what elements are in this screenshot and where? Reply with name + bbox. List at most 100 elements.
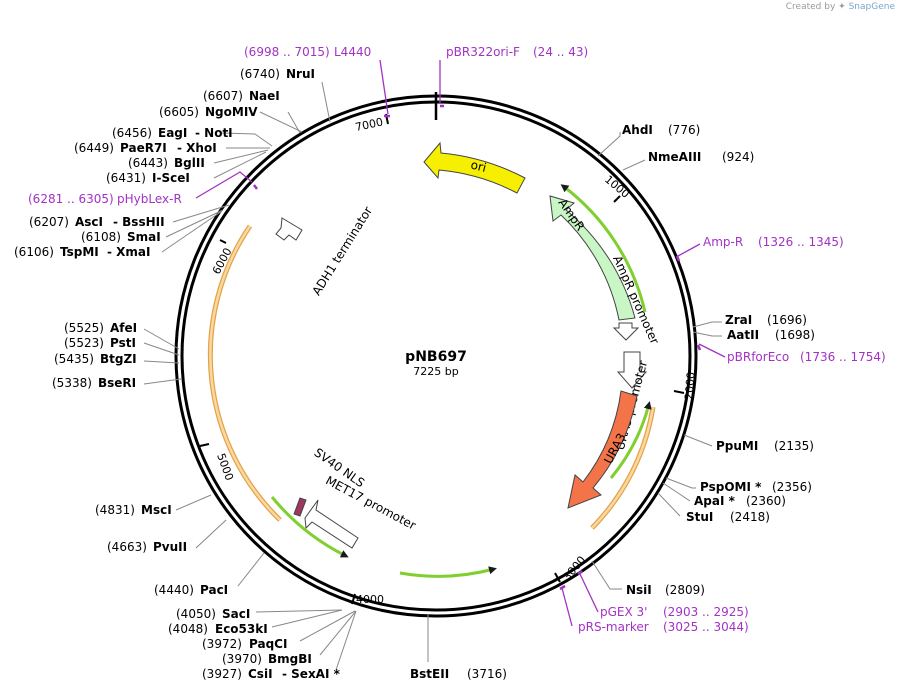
site-paer7i-pos: (6449): [74, 141, 114, 155]
adh1-terminator-label: ADH1 terminator: [309, 204, 375, 298]
snapgene-logo-icon: ✦: [838, 2, 846, 12]
site-bsteii-pos: (3716): [467, 667, 507, 681]
site-ngomiv-name: NgoMIV: [205, 105, 258, 119]
green-arrow-bottom[interactable]: [399, 566, 497, 578]
primer-pbrforeco-range: (1736 .. 1754): [800, 350, 886, 364]
site-xhoi-name: - XhoI: [177, 141, 217, 155]
tick-label-7000: 7000: [354, 115, 384, 134]
site-noti-name: - NotI: [195, 126, 233, 140]
tick-mark-6000: [219, 239, 227, 244]
site-nrui-pos: (6740): [240, 67, 280, 81]
site-nsii-name: NsiI: [626, 583, 652, 597]
tick-mark-4000: [351, 593, 356, 605]
site-bglii-name: BglII: [174, 156, 205, 170]
site-aatii-pos: (1698): [775, 328, 815, 342]
tick-mark-2000: [673, 390, 685, 394]
site-saci-pos: (4050): [176, 607, 216, 621]
met17-promoter-label: MET17 promoter: [323, 473, 418, 532]
site-bglii-pos: (6443): [128, 156, 168, 170]
site-i-scei-name: I-SceI: [152, 171, 190, 185]
site-saci-name: SacI: [222, 607, 250, 621]
site-smai-name: SmaI: [127, 230, 161, 244]
site-stui-name: StuI: [686, 510, 713, 524]
site-ppumi-pos: (2135): [774, 439, 814, 453]
sv40-nls-feature[interactable]: [293, 497, 307, 517]
site-sexai-name: - SexAI *: [282, 667, 341, 681]
primer-prs-marker-name: pRS-marker: [578, 620, 649, 634]
site-nrui-name: NruI: [286, 67, 315, 81]
ura3-feature[interactable]: [567, 390, 638, 509]
site-ngomiv-pos: (6605): [159, 105, 199, 119]
site-afei-pos: (5525): [64, 321, 104, 335]
primer-amp-r-range: (1326 .. 1345): [758, 235, 844, 249]
snapgene-credit: Created by ✦ SnapGene: [786, 2, 895, 12]
site-bsteii-name: BstEII: [410, 667, 449, 681]
site-aatii-name: AatII: [727, 328, 759, 342]
site-apai-name: ApaI *: [694, 494, 736, 508]
site-apai-pos: (2360): [746, 494, 786, 508]
site-eagi-name: EagI: [158, 126, 187, 140]
site-asci-pos: (6207): [29, 215, 69, 229]
site-naei-name: NaeI: [249, 89, 280, 103]
primer-l4440-range: (6998 .. 7015): [244, 45, 330, 59]
primer-prs-marker-range: (3025 .. 3044): [663, 620, 749, 634]
primer-phyblex-r-range: (6281 .. 6305): [28, 192, 114, 206]
tick-mark-5000: [199, 443, 210, 447]
site-nmeaiii-pos: (924): [722, 150, 754, 164]
credit-prefix: Created by: [785, 2, 836, 12]
tick-label-2000: 2000: [682, 371, 697, 400]
site-i-scei-pos: (6431): [106, 171, 146, 185]
ampr-promoter-feature[interactable]: [612, 322, 640, 341]
site-ppumi-name: PpuMI: [716, 439, 758, 453]
site-bsshii-name: - BssHII: [113, 215, 165, 229]
primer-phyblex-r-name: pHybLex-R: [117, 192, 182, 206]
site-psti-pos: (5523): [64, 336, 104, 350]
green-arrow-ura3[interactable]: [609, 401, 652, 479]
site-bseri-name: BseRI: [98, 376, 136, 390]
primer-pgex3-name: pGEX 3': [600, 605, 647, 619]
site-tspmi-name: TspMI: [60, 245, 99, 259]
site-eagi-pos: (6456): [112, 126, 152, 140]
site-msci-pos: (4831): [95, 503, 135, 517]
primer-marks: [253, 104, 702, 591]
site-psti-name: PstI: [110, 336, 136, 350]
site-msci-name: MscI: [141, 503, 172, 517]
site-csii-pos: (3927): [202, 667, 242, 681]
tick-label-4000: 4000: [356, 593, 384, 606]
site-pvuii-pos: (4663): [107, 540, 147, 554]
plasmid-size: 7225 bp: [413, 365, 458, 378]
ori-feature[interactable]: [423, 141, 526, 194]
credit-brand: SnapGene: [848, 2, 895, 12]
site-paci-name: PacI: [200, 583, 228, 597]
site-zrai-name: ZraI: [725, 313, 752, 327]
ampr-feature[interactable]: [549, 195, 636, 321]
primer-l4440-name: L4440: [334, 45, 371, 59]
site-asci-name: AscI: [75, 215, 103, 229]
site-paqci-pos: (3972): [202, 637, 242, 651]
primer-amp-r-name: Amp-R: [703, 235, 743, 249]
green-arrow-ampr[interactable]: [560, 184, 647, 313]
ori-label: ori: [469, 158, 488, 175]
site-naei-pos: (6607): [203, 89, 243, 103]
adh1-terminator-feature[interactable]: [275, 217, 303, 241]
site-tspmi-pos: (6106): [14, 245, 54, 259]
site-paer7i-name: PaeR7I: [120, 141, 167, 155]
primer-pbr322ori-f-range: (24 .. 43): [533, 45, 588, 59]
site-nmeaiii-name: NmeAIII: [648, 150, 701, 164]
site-btgzi-name: BtgZI: [100, 352, 137, 366]
primer-pgex3-range: (2903 .. 2925): [663, 605, 749, 619]
primer-pbrforeco-name: pBRforEco: [727, 350, 789, 364]
primer-pbr322ori-f-name: pBR322ori-F: [446, 45, 520, 59]
site-leader-lines: [143, 81, 722, 671]
met17-promoter-feature[interactable]: [304, 499, 359, 549]
ura3-promoter-feature[interactable]: [616, 351, 648, 389]
site-btgzi-pos: (5435): [54, 352, 94, 366]
tick-mark-1000: [613, 195, 621, 203]
green-arrow-left[interactable]: [270, 496, 349, 558]
site-ahdi-name: AhdI: [622, 123, 653, 137]
site-pspomi-name: PspOMI *: [700, 480, 762, 494]
site-pspomi-pos: (2356): [772, 480, 812, 494]
site-pvuii-name: PvuII: [153, 540, 187, 554]
site-zrai-pos: (1696): [767, 313, 807, 327]
